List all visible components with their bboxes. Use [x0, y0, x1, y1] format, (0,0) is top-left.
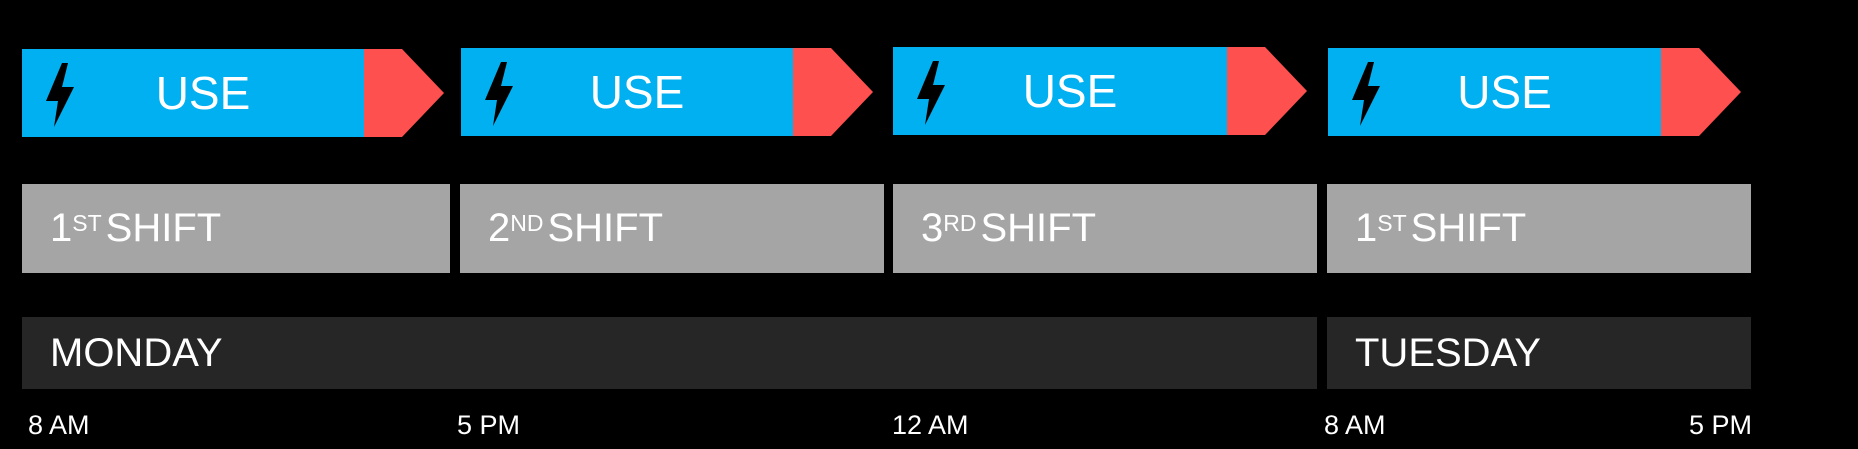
shift-number: 2 — [488, 206, 511, 250]
shift-label: SHIFT — [980, 206, 1097, 250]
use-label: USE — [155, 67, 251, 119]
time-tick: 5 PM — [1689, 410, 1753, 440]
shift-ordinal: RD — [943, 210, 977, 236]
use-label: USE — [1022, 65, 1118, 117]
shift-number: 3 — [921, 206, 944, 250]
use-block-2: USE — [461, 48, 873, 136]
shift-label: SHIFT — [547, 206, 664, 250]
day-bar-tuesday: TUESDAY — [1327, 317, 1751, 389]
shift-ordinal: ST — [72, 210, 102, 236]
shift-ordinal: ND — [510, 210, 544, 236]
day-bar-monday: MONDAY — [22, 317, 1317, 389]
time-tick: 8 AM — [28, 410, 90, 440]
arrow-head — [1661, 48, 1741, 136]
day-label: TUESDAY — [1355, 330, 1541, 375]
use-block-4: USE — [1328, 48, 1741, 136]
shift-number: 1 — [50, 206, 73, 250]
lightning-bolt-icon — [917, 61, 945, 125]
arrow-head — [793, 48, 873, 136]
lightning-bolt-icon — [1352, 62, 1380, 126]
shift-label: SHIFT — [1410, 206, 1527, 250]
time-tick: 5 PM — [457, 410, 521, 440]
arrow-head — [364, 49, 444, 137]
shift-number: 1 — [1355, 206, 1378, 250]
use-block-1: USE — [22, 49, 444, 137]
use-block-3: USE — [893, 47, 1307, 135]
shift-ordinal: ST — [1377, 210, 1407, 236]
lightning-bolt-icon — [46, 63, 74, 127]
shift-label: SHIFT — [105, 206, 222, 250]
lightning-bolt-icon — [485, 62, 513, 126]
day-label: MONDAY — [50, 330, 223, 375]
time-tick: 8 AM — [1324, 410, 1386, 440]
arrow-head — [1227, 47, 1307, 135]
use-label: USE — [1457, 66, 1552, 118]
time-tick: 12 AM — [892, 410, 969, 440]
use-label: USE — [589, 66, 685, 118]
